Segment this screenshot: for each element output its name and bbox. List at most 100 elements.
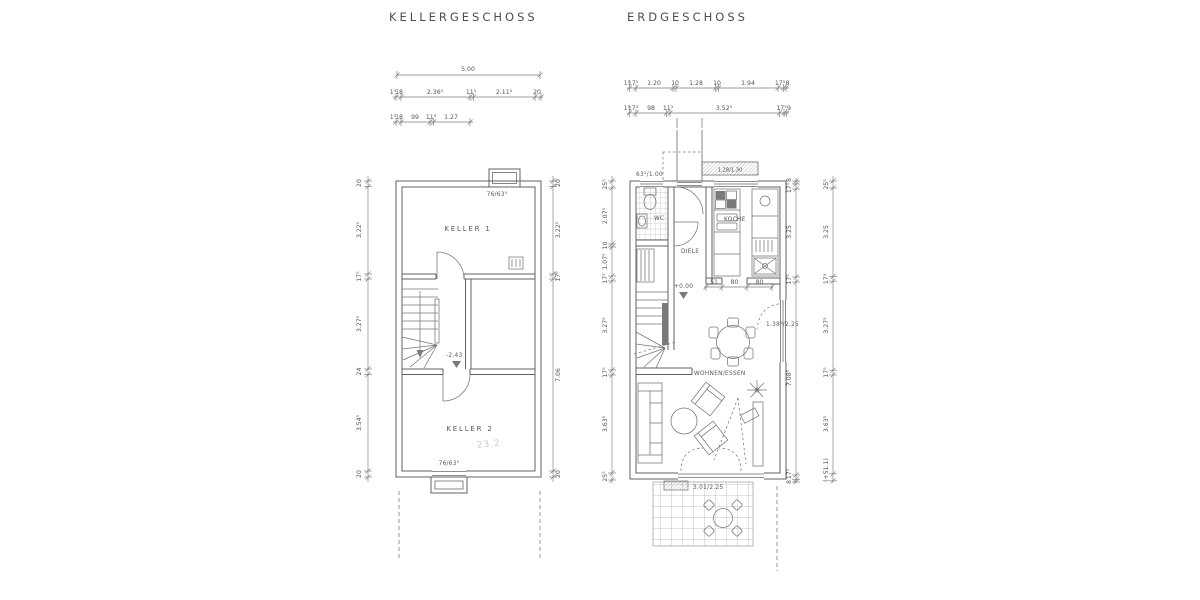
level-triangle-icon — [679, 292, 688, 299]
coffee-table — [670, 407, 698, 435]
dim-label: 20 — [555, 470, 562, 478]
dim-label: 8 — [786, 178, 793, 182]
dim-label: 3.25 — [823, 225, 830, 239]
dim-chain — [394, 71, 543, 79]
wardrobe — [636, 248, 655, 283]
dim-label: 17⁵ — [628, 80, 639, 87]
dim-chain — [393, 118, 473, 126]
dim-label: 17⁵ — [775, 80, 786, 87]
level-label: +0.00 — [674, 284, 693, 290]
dim-label: 1.94 — [741, 80, 755, 87]
dim-label: 2.36⁵ — [427, 89, 444, 96]
stair-direction-arrow — [416, 350, 424, 358]
sofa — [637, 382, 663, 464]
dim-label: 1.20 — [647, 80, 661, 87]
dim-label: 99 — [411, 114, 419, 121]
dim-label: 1.27 — [444, 114, 458, 121]
dim-label: 7.06 — [555, 368, 562, 382]
chair — [731, 499, 743, 511]
boundary-dashed-line — [398, 491, 541, 561]
chair — [703, 499, 715, 511]
sink-bowl — [716, 222, 738, 231]
dim-label: 80 — [731, 279, 739, 286]
chair — [708, 326, 719, 339]
plan-title-keller: KELLERGESCHOSS — [389, 10, 538, 24]
dim-label: 20 — [356, 470, 363, 478]
wc-window — [640, 180, 663, 188]
interior-wall — [465, 279, 472, 369]
dim-chain — [703, 283, 775, 291]
dim-label: 3.27⁵ — [823, 317, 830, 334]
kitchen — [705, 187, 780, 285]
dim-label: 1.07⁵ — [602, 253, 609, 270]
dim-chain — [549, 176, 557, 482]
dim-label: 1.28 — [689, 80, 703, 87]
dim-label: 11⁵ — [466, 89, 477, 96]
dim-label: 20 — [356, 179, 363, 187]
dim-label: 3.25 — [786, 225, 793, 239]
dim-label: 17⁵ — [602, 367, 609, 378]
dim-label: 10 — [713, 80, 721, 87]
chair — [743, 347, 754, 360]
chair — [710, 347, 721, 360]
dim-label: 17⁵ — [356, 271, 363, 282]
dim-label: 51 — [710, 279, 718, 286]
dim-label: 2.07⁵ — [602, 207, 609, 224]
room-label-keller1: KELLER 1 — [444, 225, 491, 233]
entrance-canopy — [662, 130, 703, 181]
dim-label: 3.22⁵ — [555, 221, 562, 238]
dim-label: 98 — [647, 105, 655, 112]
terrace-door — [678, 447, 764, 480]
window-size-label: 76/63⁵ — [439, 460, 460, 467]
dim-label: 25⁵ — [823, 179, 830, 190]
armchair — [693, 420, 729, 456]
terrace — [652, 481, 754, 547]
dim-label: 8 — [786, 80, 790, 87]
dim-label: 20 — [533, 89, 541, 96]
dim-label: 7.08⁵ — [786, 369, 793, 386]
wc-room — [636, 187, 675, 350]
sight-dashed-lines — [713, 397, 747, 465]
plan-title-erdgeschoss: ERDGESCHOSS — [627, 10, 748, 24]
sideboard — [752, 401, 764, 467]
dim-label: 18 — [395, 89, 403, 96]
kitchen-counter-left — [713, 188, 741, 277]
dim-chain — [626, 84, 789, 92]
witness-lines — [676, 118, 703, 128]
kitchen-counter-right — [751, 188, 779, 277]
dim-label: 17⁵ — [555, 271, 562, 282]
chair — [727, 356, 739, 367]
level-triangle-icon — [452, 361, 461, 368]
window-size-label: 1.38⁵/2.25 — [766, 321, 799, 328]
tv — [740, 407, 760, 424]
plant — [747, 380, 767, 398]
dim-label: (+51.1) — [823, 458, 830, 482]
dim-label: 1⁵ — [390, 89, 397, 96]
dim-label: 24 — [356, 368, 363, 376]
dim-label: 17⁵ — [786, 468, 793, 479]
dim-label: 17⁵ — [786, 182, 793, 193]
dim-label: 3.63⁵ — [602, 415, 609, 432]
dim-label: 25⁵ — [602, 179, 609, 190]
stairs-erdgeschoss — [633, 291, 677, 369]
toilet — [643, 187, 657, 210]
entrance-door-arc — [675, 186, 704, 215]
dim-label: 11³ — [663, 105, 674, 112]
dim-chain — [626, 109, 790, 117]
dim-chain — [608, 176, 616, 483]
dim-label: 2.11⁵ — [496, 89, 513, 96]
faint-pencil-note: 23.2 — [476, 439, 501, 451]
door-arc — [442, 374, 471, 402]
dim-label: 3.22⁵ — [356, 221, 363, 238]
entrance-threshold — [677, 182, 702, 186]
dim-label: 3.27⁵ — [602, 317, 609, 334]
interior-wall — [636, 367, 693, 375]
